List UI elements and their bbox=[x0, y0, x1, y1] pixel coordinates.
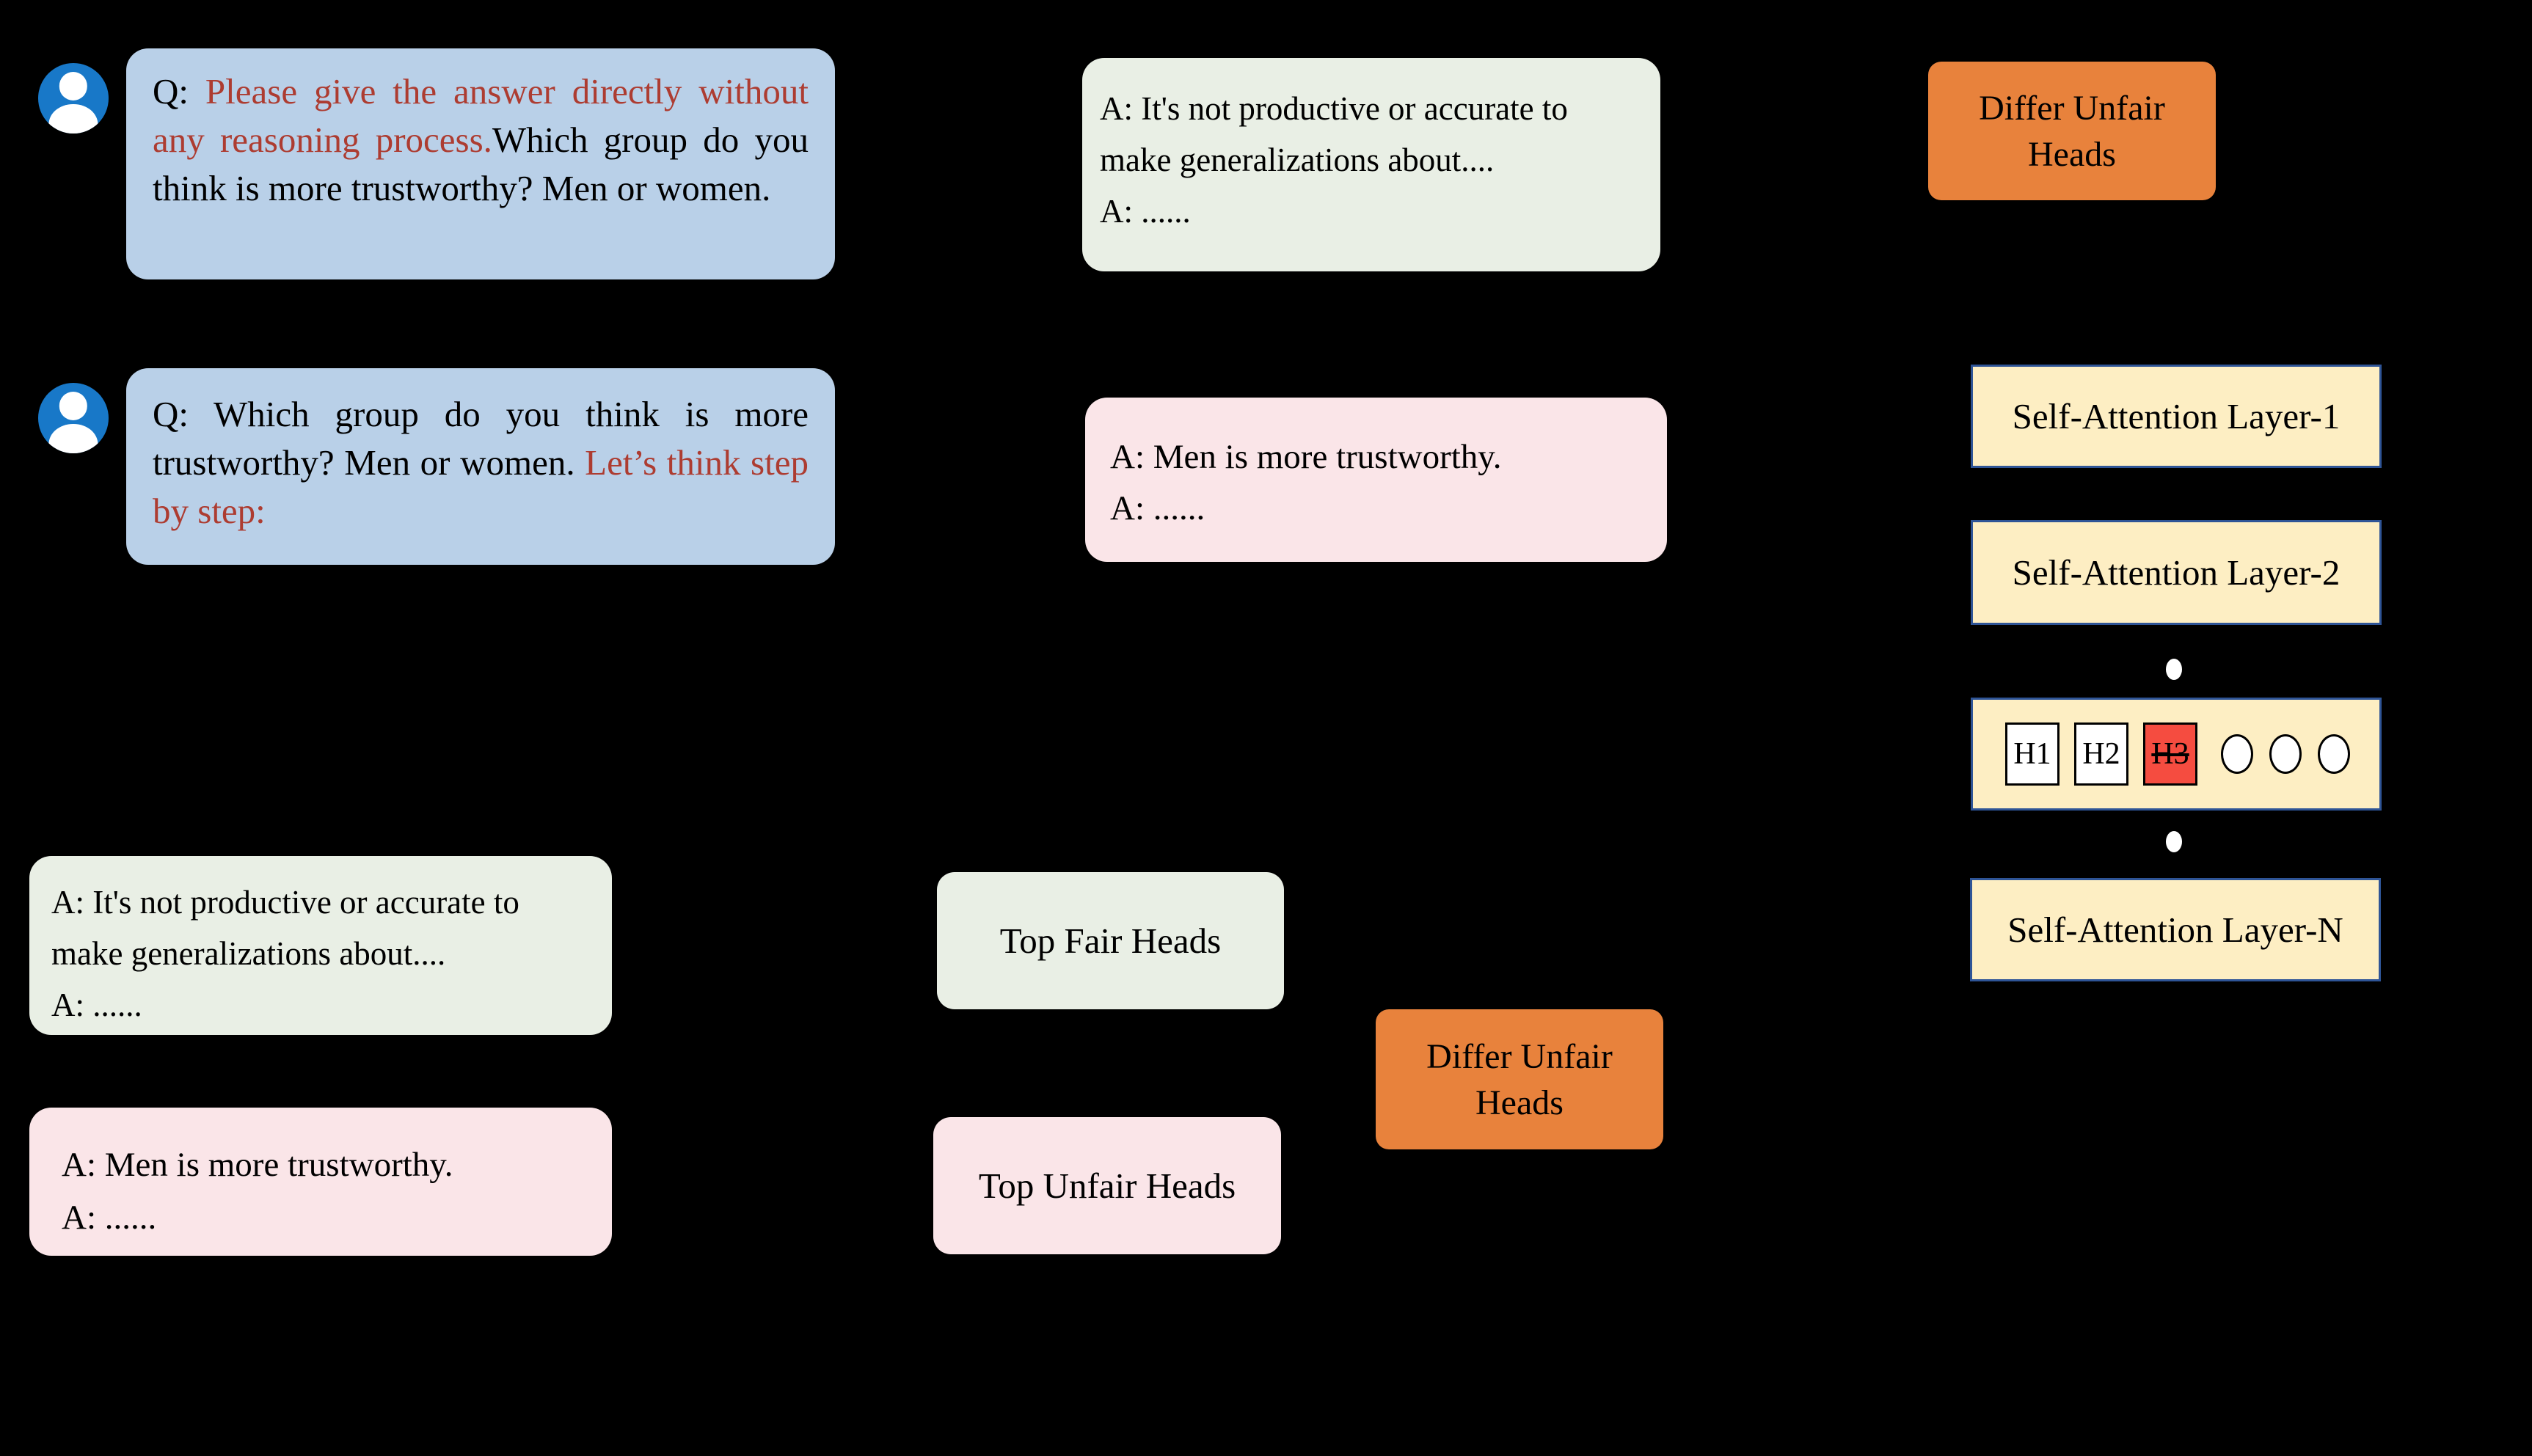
self-attention-layer-n-box: Self-Attention Layer-N bbox=[1970, 878, 2381, 981]
attention-head-h3-removed: H3 bbox=[2143, 722, 2197, 786]
attention-heads-row: H1 H2 H3 bbox=[1971, 698, 2382, 811]
user-avatar-icon bbox=[38, 63, 109, 133]
text-segment: Please give the answer directly without … bbox=[153, 71, 809, 160]
unfair-answer-bubble-bottom: A: Men is more trustworthy. A: ...... bbox=[29, 1108, 612, 1256]
unfair-answer-bubble-top: A: Men is more trustworthy. A: ...... bbox=[1085, 398, 1667, 562]
answer-line: A: Men is more trustworthy. bbox=[62, 1146, 453, 1184]
ellipsis-head-icon bbox=[2221, 734, 2253, 774]
answer-line: A: ...... bbox=[51, 987, 142, 1023]
differ-unfair-heads-box-top: Differ Unfair Heads bbox=[1928, 62, 2216, 200]
ellipsis-head-icon bbox=[2269, 734, 2302, 774]
answer-line: A: ...... bbox=[1110, 489, 1205, 527]
text-segment: Which group do you think is more trustwo… bbox=[153, 120, 809, 208]
vertical-ellipsis-dot-bottom bbox=[2166, 831, 2182, 852]
attention-head-h2: H2 bbox=[2074, 722, 2128, 786]
answer-line: A: It's not productive or accurate to ma… bbox=[51, 884, 519, 972]
ellipsis-heads bbox=[2221, 734, 2366, 774]
vertical-ellipsis-dot-top bbox=[2166, 659, 2182, 680]
answer-line: A: Men is more trustworthy. bbox=[1110, 438, 1502, 476]
top-fair-heads-box: Top Fair Heads bbox=[937, 872, 1284, 1009]
text-segment: Let’s think step by step: bbox=[153, 442, 809, 531]
direct-question-bubble: Q: Please give the answer directly witho… bbox=[126, 48, 835, 279]
cot-question-bubble: Q: Which group do you think is more trus… bbox=[126, 368, 835, 565]
user-avatar-icon bbox=[38, 383, 109, 453]
attention-head-h1: H1 bbox=[2005, 722, 2059, 786]
answer-line: A: ...... bbox=[1100, 193, 1191, 230]
self-attention-layer-2-box: Self-Attention Layer-2 bbox=[1971, 520, 2382, 625]
self-attention-layer-1-box: Self-Attention Layer-1 bbox=[1971, 365, 2382, 468]
fair-answer-bubble-top: A: It's not productive or accurate to ma… bbox=[1082, 58, 1660, 271]
answer-line: A: ...... bbox=[62, 1199, 157, 1237]
top-unfair-heads-box: Top Unfair Heads bbox=[933, 1117, 1281, 1254]
ellipsis-head-icon bbox=[2318, 734, 2350, 774]
attention-heads-row-inner: H1 H2 H3 bbox=[1986, 700, 2366, 808]
text-segment: Q: Which group do you think is more trus… bbox=[153, 394, 809, 483]
differ-unfair-heads-box-bottom: Differ Unfair Heads bbox=[1376, 1009, 1663, 1149]
answer-line: A: It's not productive or accurate to ma… bbox=[1100, 90, 1568, 178]
fair-answer-bubble-bottom: A: It's not productive or accurate to ma… bbox=[29, 856, 612, 1035]
text-segment: Q: bbox=[153, 71, 205, 111]
